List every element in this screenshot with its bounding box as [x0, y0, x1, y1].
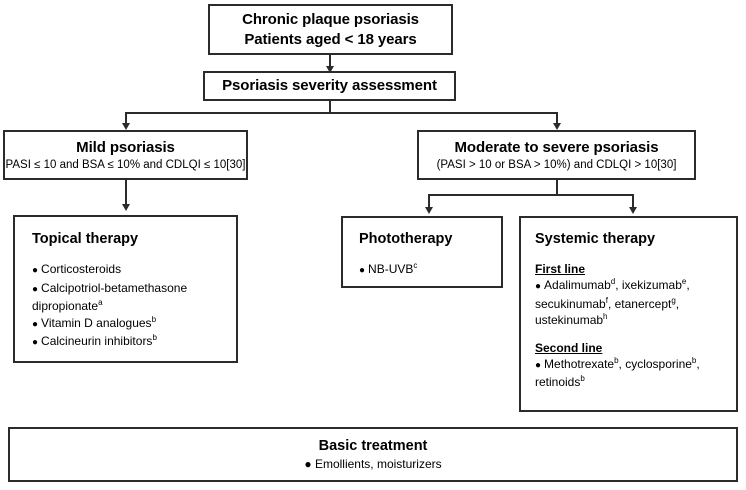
- footnote-marker: b: [152, 333, 157, 342]
- moderate-criteria: (PASI > 10 or BSA > 10%) and CDLQI > 10[…: [436, 158, 677, 171]
- list-item-text: dipropionate: [32, 299, 99, 313]
- connector-to-moderate: [556, 112, 558, 125]
- systemic-therapy-box: Systemic therapy First line ●Adalimumabd…: [519, 216, 738, 412]
- second-line-item-list: ●Methotrexateb, cyclosporineb, retinoids…: [535, 356, 736, 391]
- bullet-dot: ●: [535, 359, 542, 371]
- list-item: ●NB-UVBc: [359, 261, 501, 280]
- connector-to-phototherapy: [428, 194, 430, 209]
- list-item-text: retinoids: [535, 375, 581, 389]
- footnote-marker: f: [605, 295, 608, 305]
- bullet-dot: ●: [359, 265, 366, 276]
- topical-heading: Topical therapy: [32, 231, 139, 247]
- arrow-to-systemic: [628, 207, 637, 214]
- assessment-box: Psoriasis severity assessment: [203, 71, 456, 101]
- footnote-marker: b: [580, 374, 585, 383]
- footnote-marker: b: [614, 355, 619, 365]
- basic-treatment-title: Basic treatment: [318, 437, 428, 454]
- assessment-label: Psoriasis severity assessment: [222, 77, 437, 94]
- footnote-marker: h: [603, 312, 608, 321]
- title-box: Chronic plaque psoriasis Patients aged <…: [208, 4, 453, 55]
- mild-criteria: PASI ≤ 10 and BSA ≤ 10% and CDLQI ≤ 10[3…: [5, 158, 246, 171]
- list-item: ●Adalimumabd, ixekizumabe,: [535, 277, 736, 296]
- phototherapy-item-list: ●NB-UVBc: [359, 261, 501, 280]
- first-line-label: First line: [535, 262, 586, 276]
- first-line-item-list: ●Adalimumabd, ixekizumabe, secukinumabf,…: [535, 277, 736, 329]
- list-item: ●Corticosteroids: [32, 261, 236, 280]
- connector-moderate-stem: [556, 180, 558, 195]
- basic-treatment-subtitle: ● Emollients, moisturizers: [304, 456, 442, 471]
- bullet-dot: ●: [32, 265, 39, 276]
- footnote-marker: a: [98, 298, 103, 307]
- connector-title-to-assessment: [329, 55, 331, 68]
- arrow-to-mild: [121, 123, 130, 130]
- footnote-marker: b: [151, 314, 157, 324]
- list-item: ●Vitamin D analoguesb: [32, 315, 236, 334]
- list-item: ●Calcipotriol-betamethasone: [32, 280, 236, 299]
- connector-to-mild: [125, 112, 127, 125]
- mild-psoriasis-box: Mild psoriasis PASI ≤ 10 and BSA ≤ 10% a…: [3, 130, 248, 180]
- arrow-mild-to-topical: [121, 204, 130, 211]
- bullet-dot: ●: [535, 281, 542, 292]
- phototherapy-box: Phototherapy ●NB-UVBc: [341, 216, 503, 288]
- footnote-marker: e: [681, 277, 687, 286]
- footnote-marker: d: [610, 277, 616, 286]
- basic-treatment-box: Basic treatment ● Emollients, moisturize…: [8, 427, 738, 482]
- list-item: ●Methotrexateb, cyclosporineb,: [535, 356, 736, 375]
- arrow-to-moderate: [552, 123, 561, 130]
- list-item-text: Methotrexate: [544, 356, 615, 371]
- connector-moderate-split-bar: [428, 194, 634, 196]
- moderate-title: Moderate to severe psoriasis: [454, 138, 659, 156]
- list-item-text-tail: , cyclosporine: [618, 356, 692, 371]
- list-item-text-tail: , etanercept: [607, 296, 672, 311]
- systemic-section-gap: [535, 329, 736, 340]
- topical-therapy-box: Topical therapy ●Corticosteroids ●Calcip…: [13, 215, 238, 363]
- footnote-marker: g: [671, 295, 676, 305]
- list-item-continuation: dipropionatea: [32, 298, 236, 315]
- connector-to-systemic: [632, 194, 634, 209]
- bullet-dot: ●: [32, 318, 39, 330]
- connector-assessment-stem: [329, 101, 331, 113]
- connector-split-bar: [125, 112, 558, 114]
- bullet-dot: ●: [32, 283, 39, 295]
- list-item-text: ustekinumab: [535, 313, 604, 327]
- second-line-label: Second line: [535, 340, 603, 355]
- arrow-title-to-assessment: [325, 66, 334, 73]
- list-item-text-tail2: ,: [686, 278, 690, 292]
- footnote-marker: c: [413, 261, 418, 270]
- mild-title: Mild psoriasis: [76, 138, 175, 156]
- bullet-dot: ●: [32, 337, 39, 348]
- list-item-text: Adalimumab: [544, 278, 611, 292]
- basic-treatment-content: Basic treatment ● Emollients, moisturize…: [10, 429, 736, 480]
- footnote-marker: b: [691, 355, 697, 365]
- list-item-continuation: ustekinumabh: [535, 312, 736, 329]
- systemic-heading: Systemic therapy: [535, 231, 656, 247]
- phototherapy-heading: Phototherapy: [359, 231, 453, 247]
- arrow-to-phototherapy: [424, 207, 433, 214]
- list-item-text: secukinumab: [535, 296, 606, 311]
- list-item-text-tail: , ixekizumab: [615, 278, 682, 292]
- list-item: ●Calcineurin inhibitorsb: [32, 333, 236, 352]
- list-item-text-tail2: ,: [696, 356, 700, 371]
- title-line-1: Chronic plaque psoriasis: [242, 10, 419, 28]
- topical-item-list: ●Corticosteroids ●Calcipotriol-betametha…: [32, 261, 236, 352]
- title-line-2: Patients aged < 18 years: [244, 30, 417, 48]
- list-item-text-tail2: ,: [675, 296, 680, 311]
- list-item-text: Corticosteroids: [41, 262, 122, 276]
- list-item-continuation: secukinumabf, etanerceptg,: [535, 296, 736, 313]
- list-item-text: Calcineurin inhibitors: [41, 334, 153, 348]
- moderate-severe-box: Moderate to severe psoriasis (PASI > 10 …: [417, 130, 696, 180]
- connector-mild-to-topical: [125, 180, 127, 206]
- list-item-text: Calcipotriol-betamethasone: [41, 280, 188, 295]
- list-item-text: NB-UVB: [368, 262, 414, 276]
- list-item-continuation: retinoidsb: [535, 374, 736, 391]
- list-item-text: Vitamin D analogues: [41, 315, 152, 330]
